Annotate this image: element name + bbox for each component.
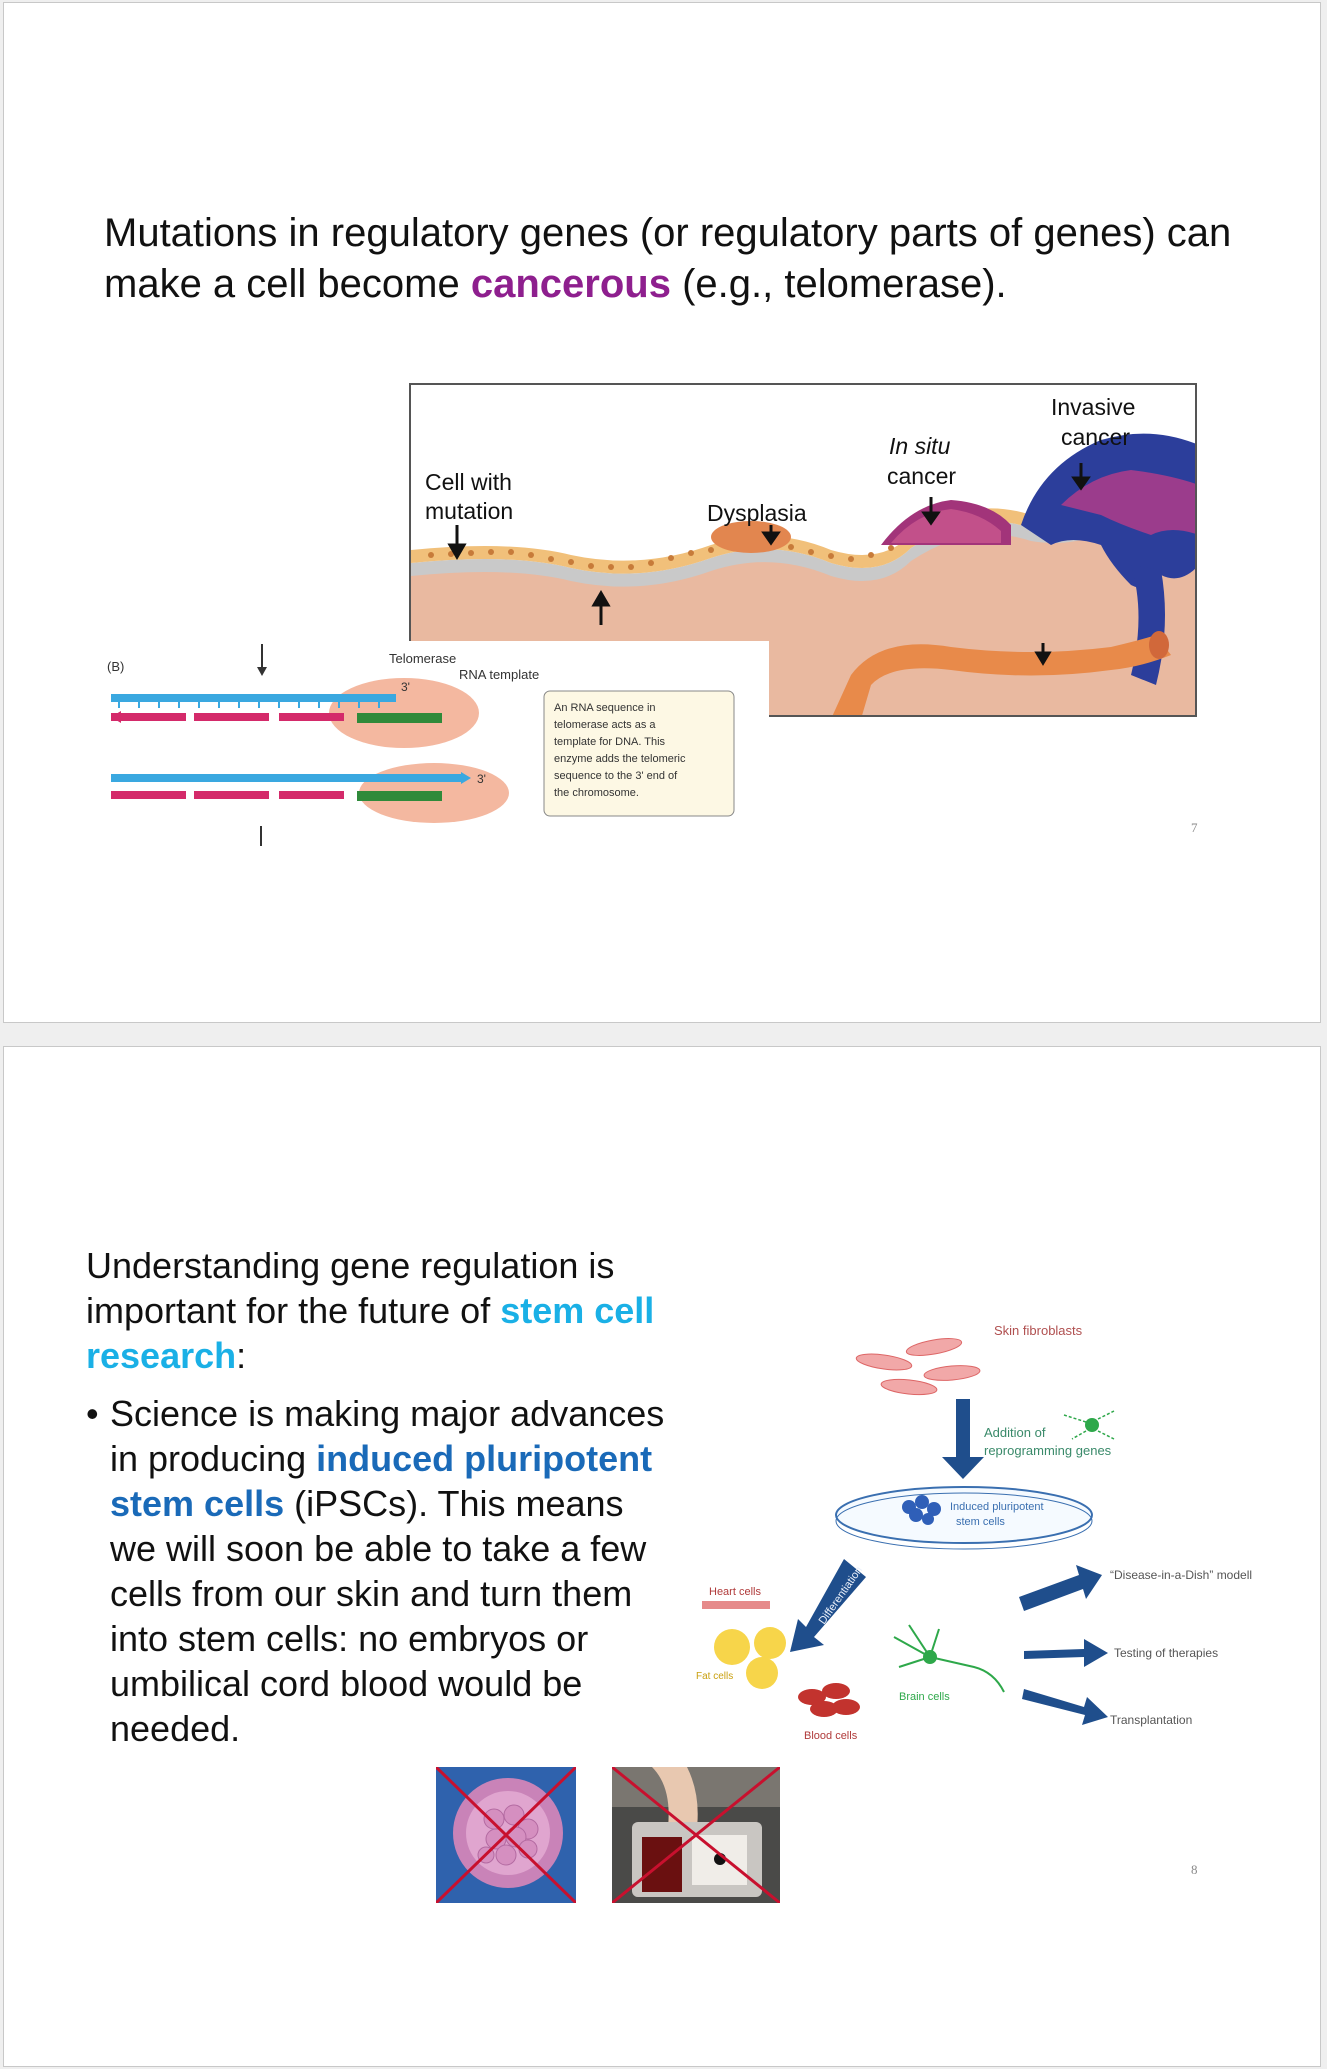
title-text-end: (e.g., telomerase). — [670, 262, 1007, 306]
label-cell-with-mutation-1: Cell with — [425, 469, 512, 495]
callout-line-6: the chromosome. — [554, 787, 639, 799]
bullet-text: Science is making major advances in prod… — [110, 1393, 665, 1479]
arrow-down-icon — [942, 1399, 984, 1479]
label-addition-1: Addition of — [984, 1425, 1046, 1440]
arrow-testing-icon — [1024, 1639, 1108, 1667]
label-ipsc-1: Induced pluripotent — [950, 1501, 1044, 1513]
intro-highlight-stem-cell-research: stem cell research — [86, 1290, 655, 1376]
label-panel-b: (B) — [107, 659, 124, 674]
label-invasive-1: Invasive — [1051, 394, 1135, 420]
gene-icon — [1085, 1418, 1099, 1432]
label-disease-model: “Disease-in-a-Dish” modell — [1110, 1568, 1252, 1582]
callout-line-2: telomerase acts as a — [554, 719, 656, 731]
petri-dish-icon — [835, 1486, 1093, 1544]
bullet-dot: • — [86, 1393, 99, 1434]
label-in-situ-cancer: cancer — [887, 463, 956, 489]
brain-cell-icon — [893, 1624, 1005, 1693]
label-blood-cells: Blood cells — [804, 1730, 858, 1742]
slide-8: Understanding gene regulation is importa… — [3, 1046, 1321, 2067]
heart-cells-icon — [702, 1601, 770, 1609]
telomerase-figure: (B) Telomerase RNA template 3' 3' — [99, 641, 769, 851]
bullet-item: • Science is making major advances in pr… — [86, 1391, 666, 1751]
label-in-situ: In situ — [889, 433, 951, 459]
label-cell-with-mutation-2: mutation — [425, 498, 513, 524]
slide-7-title: Mutations in regulatory genes (or regula… — [104, 208, 1284, 310]
intro-text: Understanding gene regulation is importa… — [86, 1245, 615, 1331]
label-skin-fibroblasts: Skin fibroblasts — [994, 1323, 1083, 1338]
fat-cells-icon — [714, 1627, 786, 1689]
slide-8-body: Understanding gene regulation is importa… — [86, 1243, 666, 1751]
label-brain-cells: Brain cells — [899, 1691, 950, 1703]
label-3-prime-top: 3' — [401, 680, 410, 694]
intro-colon: : — [236, 1335, 247, 1376]
embryo-photo — [436, 1767, 576, 1903]
slide-7: Mutations in regulatory genes (or regula… — [3, 2, 1321, 1023]
bullet-text-end: (iPSCs). This means we will soon be able… — [110, 1483, 647, 1749]
label-ipsc-2: stem cells — [956, 1516, 1005, 1528]
callout-line-5: sequence to the 3' end of — [554, 770, 678, 782]
label-testing: Testing of therapies — [1114, 1646, 1218, 1660]
label-invasive-2: cancer — [1061, 424, 1130, 450]
arrow-transplantation-icon — [1022, 1689, 1108, 1725]
label-telomerase: Telomerase — [389, 651, 456, 666]
title-highlight-cancerous: cancerous — [470, 262, 671, 306]
label-3-prime-bottom: 3' — [477, 772, 486, 786]
telomerase-svg: (B) Telomerase RNA template 3' 3' — [107, 644, 735, 846]
label-heart-cells: Heart cells — [709, 1586, 761, 1598]
title-text: Mutations in regulatory genes (or regula… — [104, 211, 1232, 306]
label-rna-template: RNA template — [459, 667, 539, 682]
label-addition-2: reprogramming genes — [984, 1443, 1112, 1458]
ipsc-diagram: Skin fibroblasts Addition of reprogrammi… — [696, 1323, 1252, 1742]
intro-paragraph: Understanding gene regulation is importa… — [86, 1243, 666, 1378]
differentiation-arrow-icon — [790, 1559, 866, 1652]
blood-cells-icon — [798, 1683, 860, 1717]
arrow-disease-model-icon — [1019, 1565, 1102, 1611]
bullet-highlight-ipsc: induced pluripotent stem cells — [110, 1438, 653, 1524]
slide-number: 8 — [1191, 1862, 1198, 1877]
slide-number: 7 — [1191, 820, 1198, 835]
label-transplantation: Transplantation — [1110, 1713, 1192, 1727]
callout-line-4: enzyme adds the telomeric — [554, 753, 686, 765]
callout-line-3: template for DNA. This — [554, 736, 666, 748]
cord-blood-photo — [612, 1767, 780, 1903]
callout-line-1: An RNA sequence in — [554, 702, 656, 714]
label-dysplasia: Dysplasia — [707, 500, 807, 526]
label-fat-cells: Fat cells — [696, 1671, 733, 1682]
